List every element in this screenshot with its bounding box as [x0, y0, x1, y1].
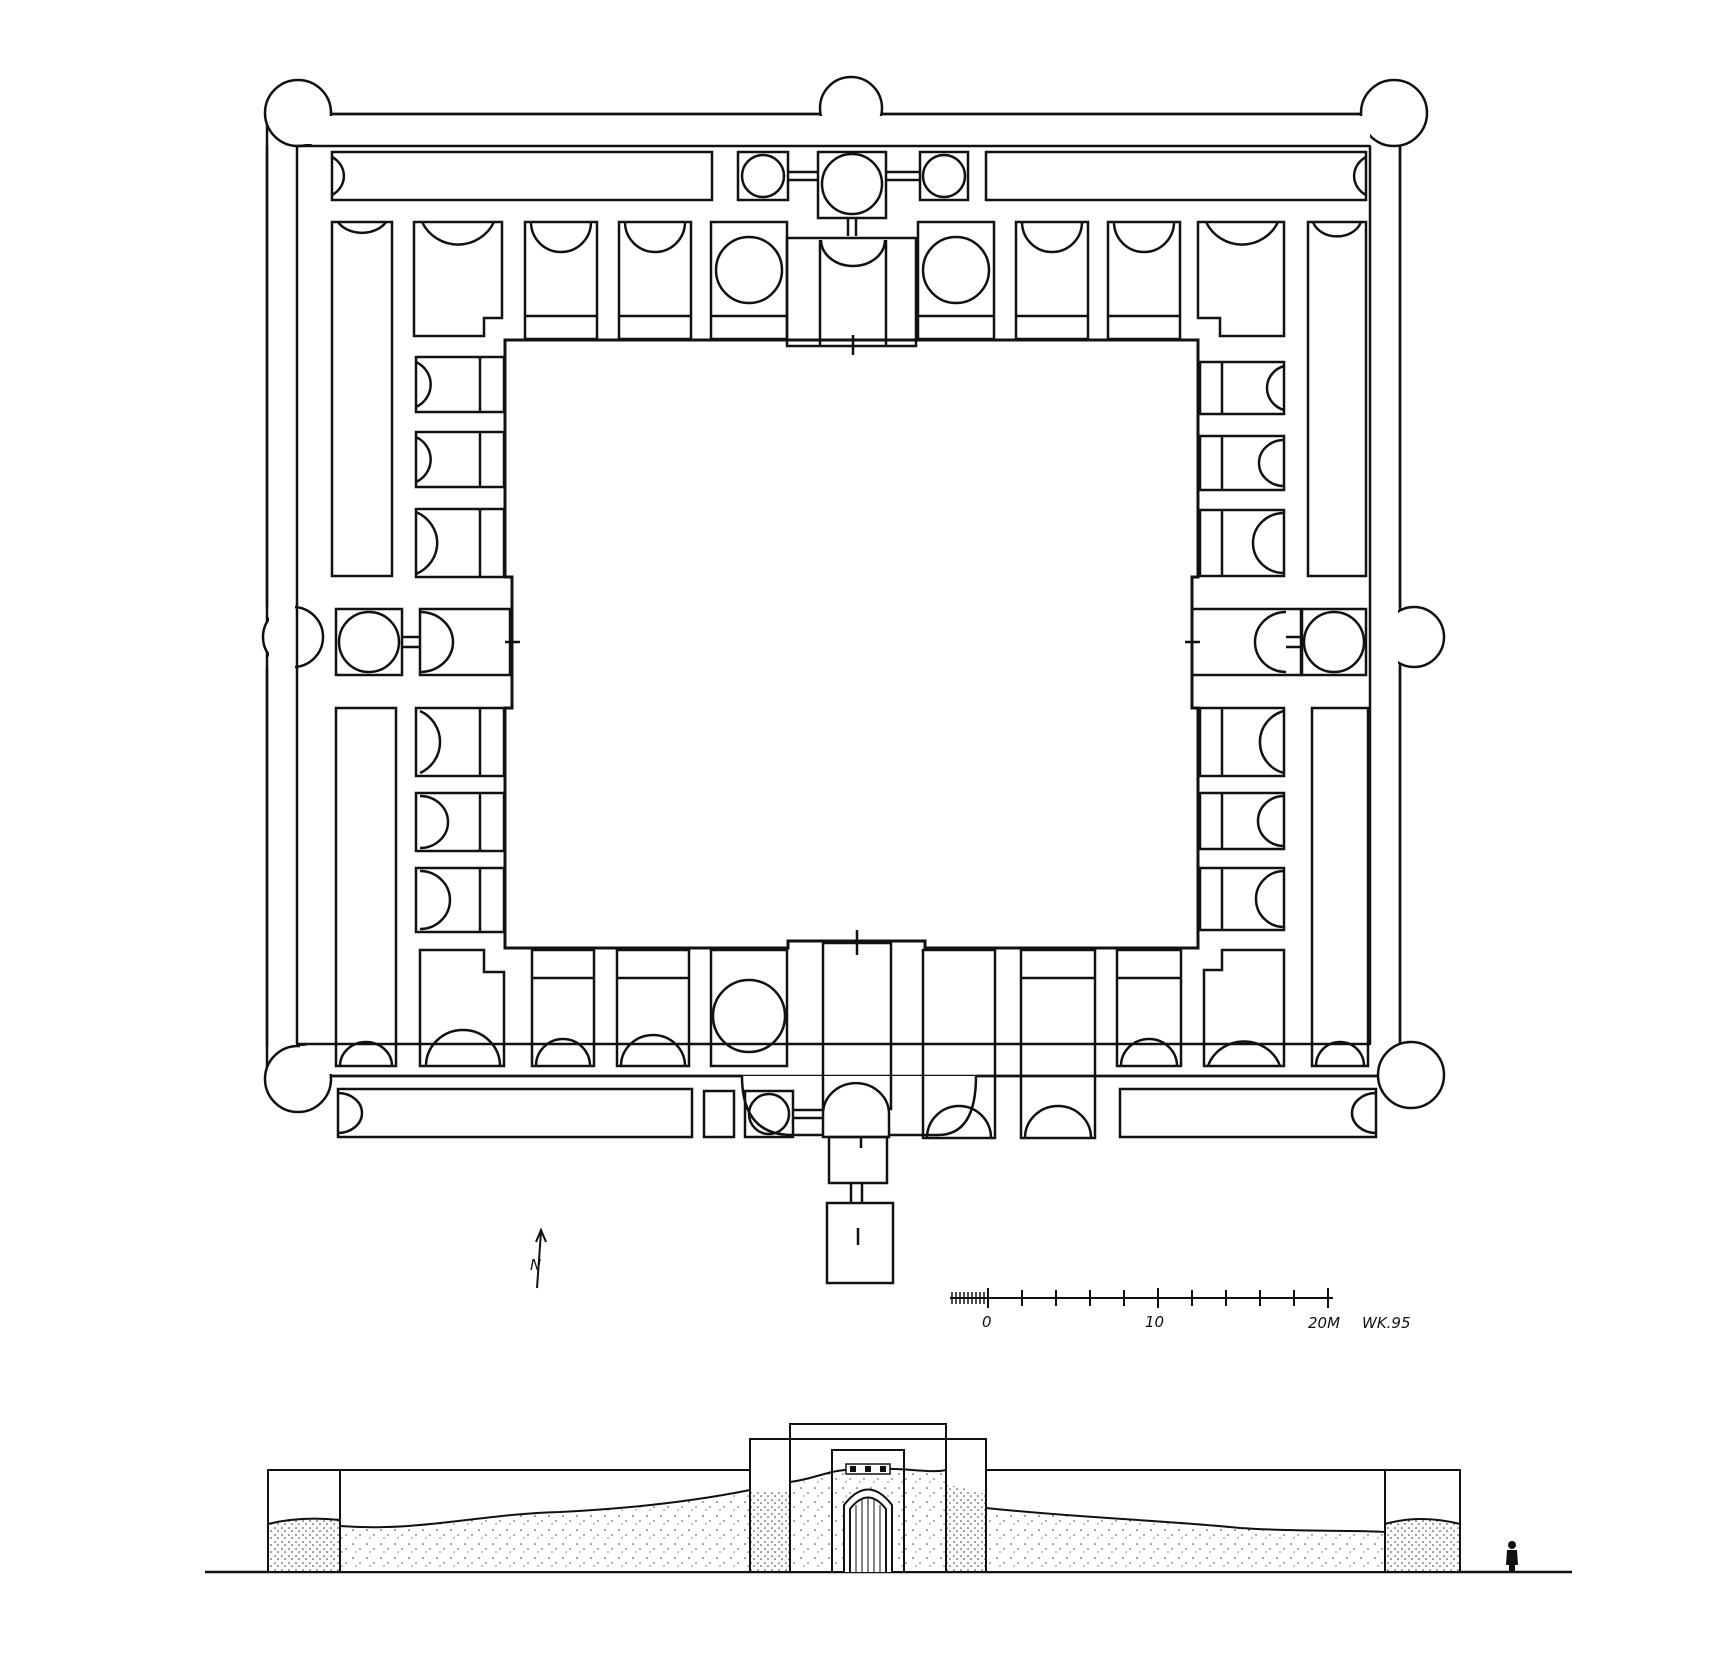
elevation	[205, 1423, 1572, 1574]
wall-mask	[269, 116, 1398, 1074]
towers	[261, 75, 1446, 1114]
south-gate	[336, 1081, 1378, 1285]
north-rooms	[330, 150, 1368, 236]
north-arrow: N	[530, 1227, 547, 1289]
signature: WK.95	[1362, 1314, 1411, 1332]
west-rooms	[334, 355, 520, 1068]
gate-portal	[843, 1463, 893, 1572]
floor-plan	[261, 75, 1446, 1285]
courtyard	[503, 338, 1200, 950]
east-rooms	[1185, 360, 1370, 1068]
human-figure	[1506, 1541, 1518, 1572]
north-row	[330, 220, 1368, 578]
tower-ne	[1359, 78, 1429, 148]
scale-tick-20: 20M	[1308, 1314, 1340, 1332]
scale-tick-0: 0	[982, 1313, 992, 1331]
tower-se	[1376, 1040, 1446, 1110]
scale-tick-10: 10	[1145, 1313, 1164, 1331]
north-arrow-letter: N	[530, 1256, 541, 1274]
scale-bar: 0 10 20M WK.95	[950, 1288, 1411, 1332]
